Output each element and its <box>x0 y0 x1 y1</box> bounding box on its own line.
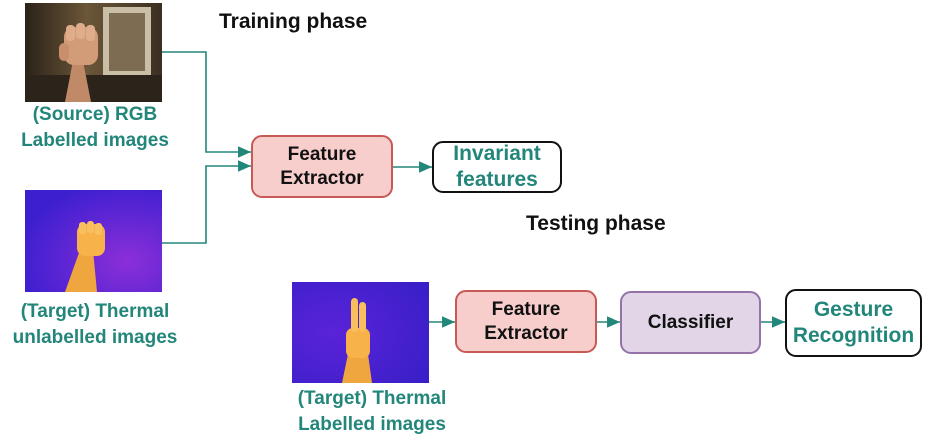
source-caption-line-1: (Source) RGB <box>32 104 158 125</box>
target-image-caption: (Target) Thermal unlabelled images <box>0 299 190 351</box>
source-image-caption: (Source) RGB Labelled images <box>0 102 190 154</box>
thermal-hand-fist-photo <box>25 190 162 292</box>
invariant-features-box: Invariant features <box>432 141 562 193</box>
invariant-line-2: features <box>456 168 538 191</box>
target-caption-line-2: unlabelled images <box>12 327 178 348</box>
training-phase-title: Training phase <box>219 10 368 33</box>
classifier-box: Classifier <box>620 291 761 354</box>
testing-feature-extractor: Feature Extractor <box>455 290 597 353</box>
test-caption-line-2: Labelled images <box>298 414 446 435</box>
training-feature-extractor: Feature Extractor <box>251 135 393 198</box>
invariant-line-1: Invariant <box>453 142 541 165</box>
target-caption-line-1: (Target) Thermal <box>20 301 170 322</box>
thermal-hand-two-fingers-photo <box>292 282 429 383</box>
gesture-recognition-box: Gesture Recognition <box>785 289 922 357</box>
arrow-target-to-feature-extractor <box>162 160 251 244</box>
rgb-hand-photo <box>25 3 162 102</box>
source-caption-line-2: Labelled images <box>21 130 169 151</box>
classifier-label: Classifier <box>647 311 734 333</box>
testing-fe-line-1: Feature <box>491 298 561 320</box>
test-image-caption: (Target) Thermal Labelled images <box>282 386 462 438</box>
training-fe-line-1: Feature <box>287 143 357 165</box>
gesture-line-1: Gesture <box>813 298 894 321</box>
testing-phase-title: Testing phase <box>526 212 666 235</box>
gesture-line-2: Recognition <box>792 324 915 347</box>
test-caption-line-1: (Target) Thermal <box>297 388 447 409</box>
training-fe-line-2: Extractor <box>280 167 364 189</box>
testing-fe-line-2: Extractor <box>484 322 568 344</box>
arrow-source-to-feature-extractor <box>162 51 251 158</box>
